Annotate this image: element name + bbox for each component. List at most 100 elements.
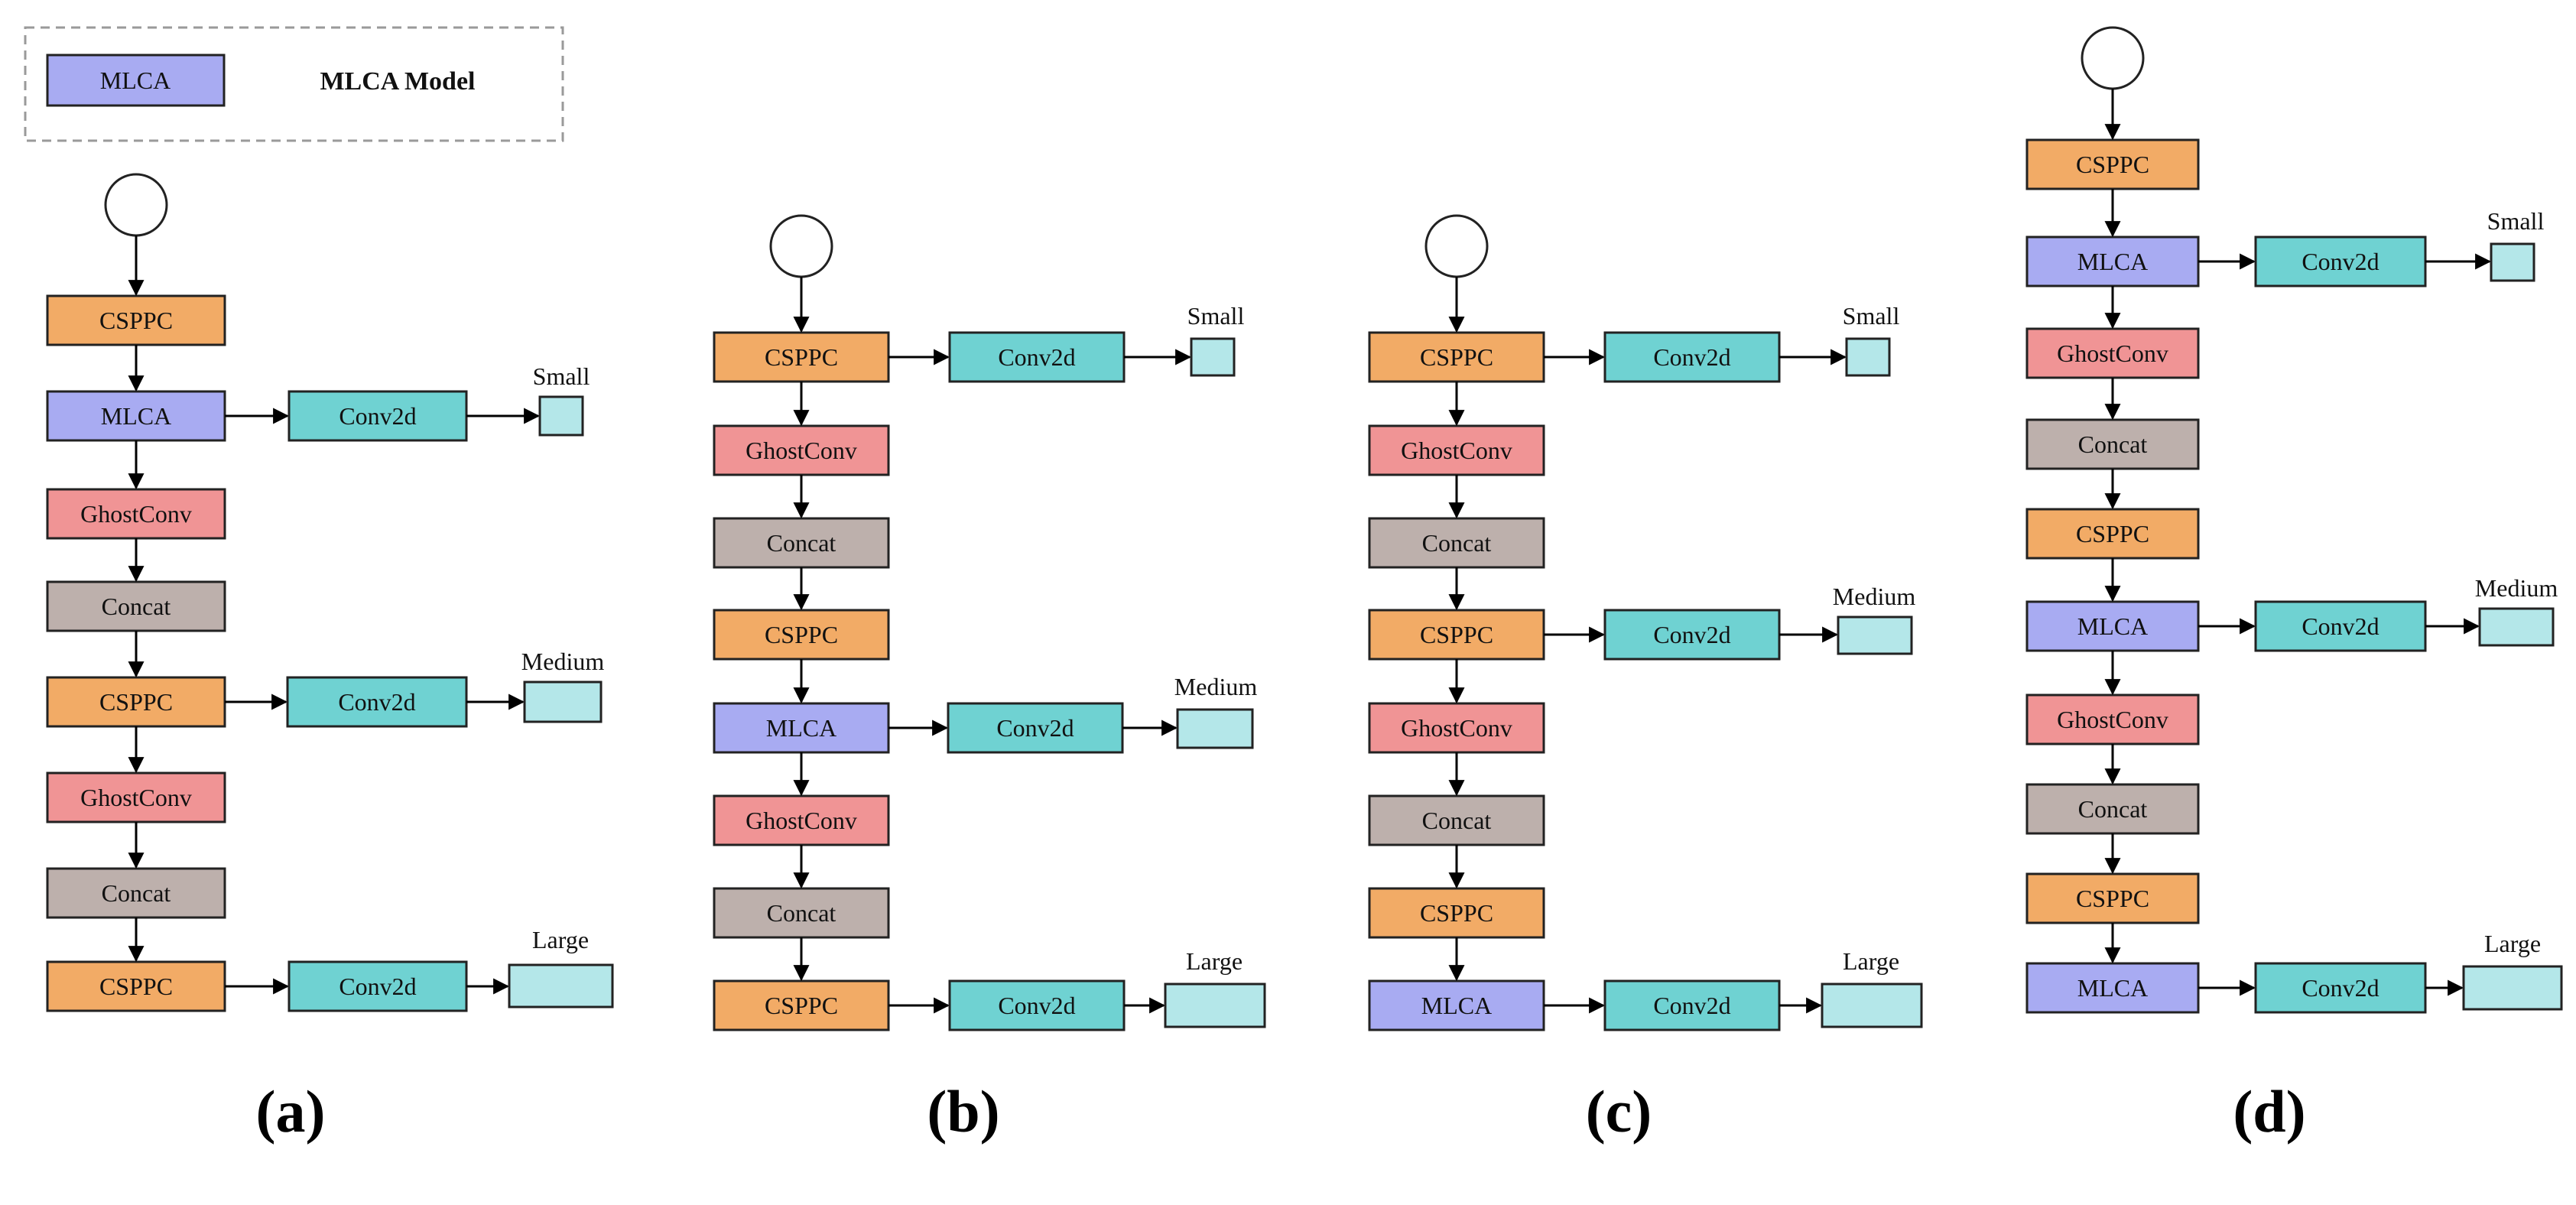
node-label: CSPPC xyxy=(2076,885,2149,912)
conv-label: Conv2d xyxy=(339,973,416,1000)
node-label: GhostConv xyxy=(1401,714,1512,742)
node-box xyxy=(2025,327,2200,379)
node-label: CSPPC xyxy=(765,343,838,371)
output-label: Medium xyxy=(521,648,605,675)
node-box xyxy=(46,771,226,823)
node-label: MLCA xyxy=(2077,248,2148,275)
output-label: Medium xyxy=(1174,673,1258,700)
output-label: Small xyxy=(1843,302,1900,330)
node-box xyxy=(46,580,226,632)
conv-box xyxy=(287,960,468,1012)
conv-box xyxy=(1603,979,1781,1031)
panel-label: (a) xyxy=(256,1078,326,1145)
node-label: Concat xyxy=(2078,430,2148,458)
output-box xyxy=(1845,337,1891,377)
node-box xyxy=(713,794,890,846)
node-box xyxy=(2025,235,2200,287)
output-box xyxy=(1164,983,1266,1028)
node-label: MLCA xyxy=(2077,612,2148,640)
node-label: CSPPC xyxy=(2076,520,2149,547)
node-label: CSPPC xyxy=(765,621,838,648)
output-box xyxy=(508,963,614,1008)
conv-label: Conv2d xyxy=(998,992,1075,1019)
node-label: MLCA xyxy=(101,402,171,430)
input-node xyxy=(2081,26,2145,90)
legend-mlca-label: MLCA xyxy=(100,67,171,94)
node-label: MLCA xyxy=(1421,992,1492,1019)
output-label: Small xyxy=(2487,207,2545,235)
output-label: Large xyxy=(1186,947,1243,975)
output-box xyxy=(2462,965,2563,1011)
node-label: GhostConv xyxy=(80,500,192,528)
panel-d: CSPPC MLCA GhostConv Concat CSPPC MLCA G… xyxy=(2025,26,2563,1145)
legend-title: MLCA Model xyxy=(320,67,475,96)
conv-label: Conv2d xyxy=(1653,992,1730,1019)
node-label: CSPPC xyxy=(99,688,173,716)
node-label: MLCA xyxy=(766,714,836,742)
node-label: CSPPC xyxy=(99,307,173,334)
node-label: Concat xyxy=(1422,807,1492,834)
node-box xyxy=(1368,702,1545,754)
output-label: Medium xyxy=(1833,583,1916,610)
node-label: MLCA xyxy=(2077,974,2148,1002)
node-box xyxy=(713,887,890,939)
conv-box xyxy=(948,331,1126,383)
node-label: Concat xyxy=(767,529,836,557)
panel-label: (d) xyxy=(2233,1078,2305,1145)
input-node xyxy=(769,214,833,278)
node-box xyxy=(46,294,226,346)
node-label: GhostConv xyxy=(746,807,857,834)
conv-label: Conv2d xyxy=(2302,974,2379,1002)
input-node xyxy=(1424,214,1489,278)
conv-box xyxy=(1603,331,1781,383)
output-box xyxy=(1837,615,1913,655)
node-label: CSPPC xyxy=(765,992,838,1019)
output-label: Medium xyxy=(2475,574,2558,602)
output-label: Large xyxy=(2484,930,2541,957)
panel-label: (b) xyxy=(927,1078,999,1145)
node-box xyxy=(2025,138,2200,190)
node-box xyxy=(713,979,890,1031)
output-label: Large xyxy=(1843,947,1899,975)
conv-box xyxy=(2254,235,2427,287)
node-box xyxy=(2025,872,2200,924)
output-label: Small xyxy=(1187,302,1245,330)
legend-frame xyxy=(24,26,564,142)
node-box xyxy=(713,702,890,754)
node-label: Concat xyxy=(2078,795,2148,823)
conv-box xyxy=(2254,600,2427,652)
output-label: Large xyxy=(532,926,589,953)
node-label: CSPPC xyxy=(1420,899,1493,927)
node-label: Concat xyxy=(1422,529,1492,557)
node-box xyxy=(713,517,890,569)
conv-label: Conv2d xyxy=(338,688,415,716)
conv-label: Conv2d xyxy=(998,343,1075,371)
node-box xyxy=(1368,517,1545,569)
node-label: GhostConv xyxy=(1401,437,1512,464)
conv-label: Conv2d xyxy=(1653,621,1730,648)
node-label: GhostConv xyxy=(2057,706,2168,733)
output-box xyxy=(538,395,584,437)
input-node xyxy=(104,173,168,237)
conv-label: Conv2d xyxy=(2302,248,2379,275)
output-label: Small xyxy=(533,362,590,390)
node-box xyxy=(46,867,226,919)
node-label: CSPPC xyxy=(2076,151,2149,178)
legend-mlca-box xyxy=(46,54,226,107)
node-label: CSPPC xyxy=(1420,621,1493,648)
node-box xyxy=(713,424,890,476)
node-label: GhostConv xyxy=(746,437,857,464)
node-box xyxy=(2025,508,2200,560)
node-label: Concat xyxy=(102,879,171,907)
output-box xyxy=(2478,607,2555,647)
conv-label: Conv2d xyxy=(2302,612,2379,640)
conv-box xyxy=(947,702,1124,754)
panel-c: CSPPC GhostConv Concat CSPPC GhostConv C… xyxy=(1368,214,1923,1145)
output-box xyxy=(1190,337,1236,377)
node-box xyxy=(2025,962,2200,1014)
node-label: Concat xyxy=(767,899,836,927)
node-box xyxy=(46,960,226,1012)
node-label: GhostConv xyxy=(2057,339,2168,367)
conv-box xyxy=(286,676,468,728)
